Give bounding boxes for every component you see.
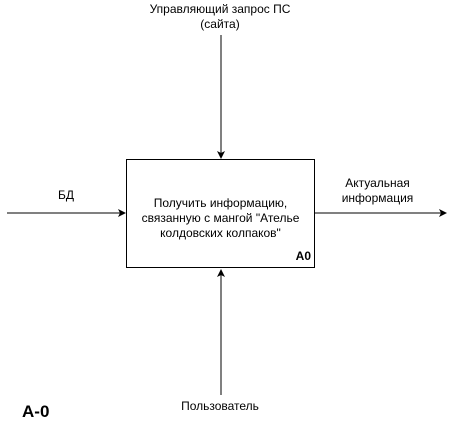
function-box-line-3: колдовских колпаков"	[160, 226, 281, 240]
function-box-line-1: Получить информацию,	[153, 196, 288, 210]
function-box-code: A0	[295, 249, 311, 263]
diagram-id: A-0	[22, 402, 50, 421]
output-label: Актуальная информация	[315, 176, 440, 206]
control-label-line-1: Управляющий запрос ПС	[149, 2, 291, 16]
function-box-line-2: связанную с мангой "Ателье	[141, 211, 300, 225]
control-label-line-2: (сайта)	[200, 17, 240, 31]
output-label-line-2: информация	[341, 191, 414, 205]
output-label-line-1: Актуальная	[345, 176, 410, 190]
function-box-text: Получить информацию, связанную с мангой …	[127, 196, 314, 241]
control-label: Управляющий запрос ПС (сайта)	[120, 2, 320, 32]
input-label: БД	[57, 188, 74, 202]
function-box: Получить информацию, связанную с мангой …	[126, 159, 315, 268]
mechanism-label: Пользователь	[181, 399, 259, 413]
